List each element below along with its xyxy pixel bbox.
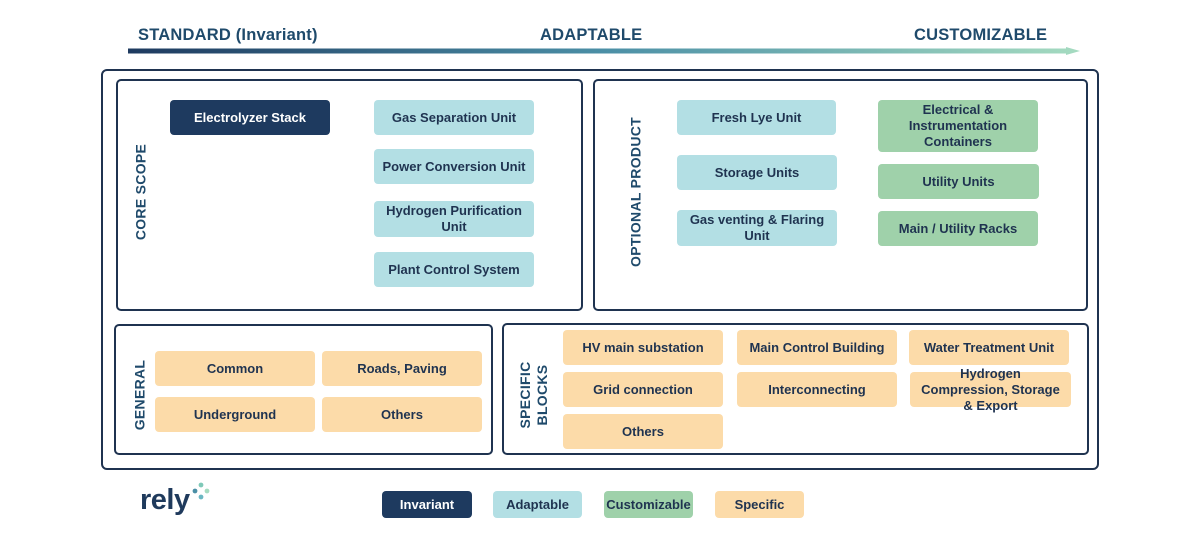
box-grid-connection[interactable]: Grid connection — [563, 372, 723, 407]
box-storage-units[interactable]: Storage Units — [677, 155, 837, 190]
general-label: GENERAL — [131, 359, 148, 431]
scale-label-customizable: CUSTOMIZABLE — [914, 26, 1048, 44]
box-hydrogen-purification-unit[interactable]: Hydrogen Purification Unit — [374, 201, 534, 237]
box-main-control-building[interactable]: Main Control Building — [737, 330, 897, 365]
rely-logo-mark-icon — [192, 482, 210, 500]
specific-blocks-label-line2: BLOCKS — [534, 364, 550, 426]
scale-label-standard: STANDARD (Invariant) — [138, 26, 318, 44]
box-roads-paving[interactable]: Roads, Paving — [322, 351, 482, 386]
general-panel — [114, 324, 493, 455]
box-plant-control-system[interactable]: Plant Control System — [374, 252, 534, 287]
specific-blocks-label-line1: SPECIFIC — [517, 361, 533, 429]
legend-specific: Specific — [715, 491, 804, 518]
scope-frame — [101, 69, 1099, 470]
box-hydrogen-compression-storage-export[interactable]: Hydrogen Compression, Storage & Export — [910, 366, 1071, 413]
box-underground[interactable]: Underground — [155, 397, 315, 432]
scale-label-adaptable: ADAPTABLE — [540, 26, 643, 44]
box-electrolyzer-stack[interactable]: Electrolyzer Stack — [170, 100, 330, 135]
box-power-conversion-unit[interactable]: Power Conversion Unit — [374, 149, 534, 184]
box-general-others[interactable]: Others — [322, 397, 482, 432]
scale-gradient-arrow — [128, 47, 1080, 55]
box-utility-units[interactable]: Utility Units — [878, 164, 1039, 199]
box-electrical-instrumentation-containers[interactable]: Electrical & Instrumentation Containers — [878, 100, 1038, 152]
box-hv-main-substation[interactable]: HV main substation — [563, 330, 723, 365]
box-gas-separation-unit[interactable]: Gas Separation Unit — [374, 100, 534, 135]
box-specific-others[interactable]: Others — [563, 414, 723, 449]
box-interconnecting[interactable]: Interconnecting — [737, 372, 897, 407]
optional-product-label: OPTIONAL PRODUCT — [627, 117, 644, 267]
core-scope-label: CORE SCOPE — [132, 143, 149, 241]
specific-blocks-label: SPECIFIC BLOCKS — [517, 362, 551, 429]
box-water-treatment-unit[interactable]: Water Treatment Unit — [909, 330, 1069, 365]
legend-customizable: Customizable — [604, 491, 693, 518]
legend-invariant: Invariant — [382, 491, 472, 518]
box-main-utility-racks[interactable]: Main / Utility Racks — [878, 211, 1038, 246]
legend-adaptable: Adaptable — [493, 491, 582, 518]
rely-logo: rely — [140, 484, 190, 516]
box-fresh-lye-unit[interactable]: Fresh Lye Unit — [677, 100, 836, 135]
box-common[interactable]: Common — [155, 351, 315, 386]
box-gas-venting-flaring-unit[interactable]: Gas venting & Flaring Unit — [677, 210, 837, 246]
